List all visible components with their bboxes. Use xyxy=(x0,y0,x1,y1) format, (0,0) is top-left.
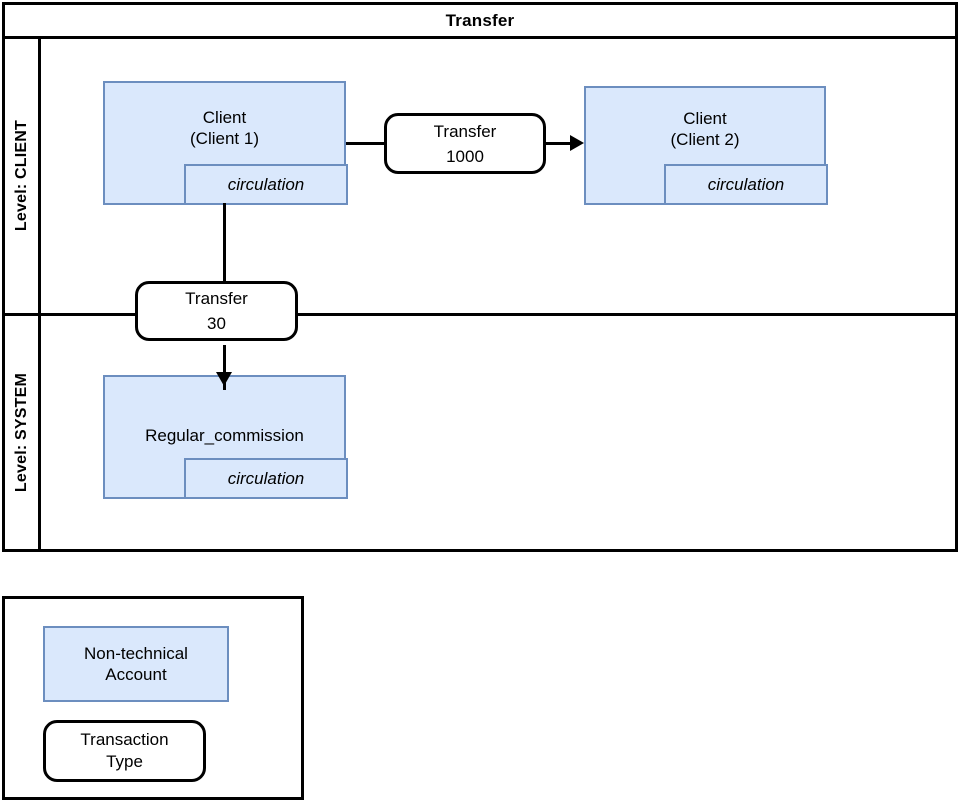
legend-item-non-technical-account: Non-technical Account xyxy=(43,626,229,702)
connector-transfer30-down xyxy=(223,345,226,390)
swimlane-label-client: Level: CLIENT xyxy=(5,39,41,313)
node-client-1-title: Client (Client 1) xyxy=(190,108,259,148)
swimlane-label-system: Level: SYSTEM xyxy=(5,316,41,549)
node-regular-commission-circulation: circulation xyxy=(184,458,348,499)
node-client-1-circulation: circulation xyxy=(184,164,348,205)
node-client-2-title: Client (Client 2) xyxy=(670,109,740,149)
swimlane-system: Level: SYSTEM Regular_commission circula… xyxy=(5,316,955,549)
arrowhead-to-client-2 xyxy=(570,135,584,151)
transaction-transfer-1000[interactable]: Transfer 1000 xyxy=(384,113,546,174)
swimlane-diagram: Transfer Level: CLIENT Client (Client 1)… xyxy=(2,2,958,552)
connector-transfer1000-to-client2 xyxy=(546,142,576,145)
node-client-1[interactable]: Client (Client 1) circulation xyxy=(103,81,348,205)
transaction-transfer-30-amount: 30 xyxy=(207,314,226,333)
swimlane-label-client-text: Level: CLIENT xyxy=(12,120,30,232)
swimlane-label-system-text: Level: SYSTEM xyxy=(12,372,30,493)
transaction-transfer-1000-amount: 1000 xyxy=(446,146,484,166)
node-regular-commission-title: Regular_commission xyxy=(145,426,304,445)
swimlane-body-client: Client (Client 1) circulation Transfer 1… xyxy=(41,39,955,316)
legend: Non-technical Account Transaction Type xyxy=(2,596,304,800)
page-title: Transfer xyxy=(445,10,515,30)
diagram-title-bar: Transfer xyxy=(5,5,955,39)
swimlane-client: Level: CLIENT Client (Client 1) circulat… xyxy=(5,39,955,316)
transaction-transfer-30-type: Transfer xyxy=(185,289,248,308)
legend-item-transaction-type: Transaction Type xyxy=(43,720,206,782)
node-regular-commission[interactable]: Regular_commission circulation xyxy=(103,375,348,499)
transaction-transfer-30[interactable]: Transfer 30 xyxy=(135,281,298,341)
connector-client1-down xyxy=(223,203,226,316)
node-client-2[interactable]: Client (Client 2) circulation xyxy=(584,86,828,205)
transaction-transfer-1000-type: Transfer xyxy=(433,121,497,141)
node-client-2-circulation: circulation xyxy=(664,164,828,205)
connector-client1-to-transfer1000 xyxy=(346,142,389,145)
arrowhead-to-regular-commission xyxy=(216,372,232,386)
swimlane-body-system: Regular_commission circulation xyxy=(41,316,955,549)
